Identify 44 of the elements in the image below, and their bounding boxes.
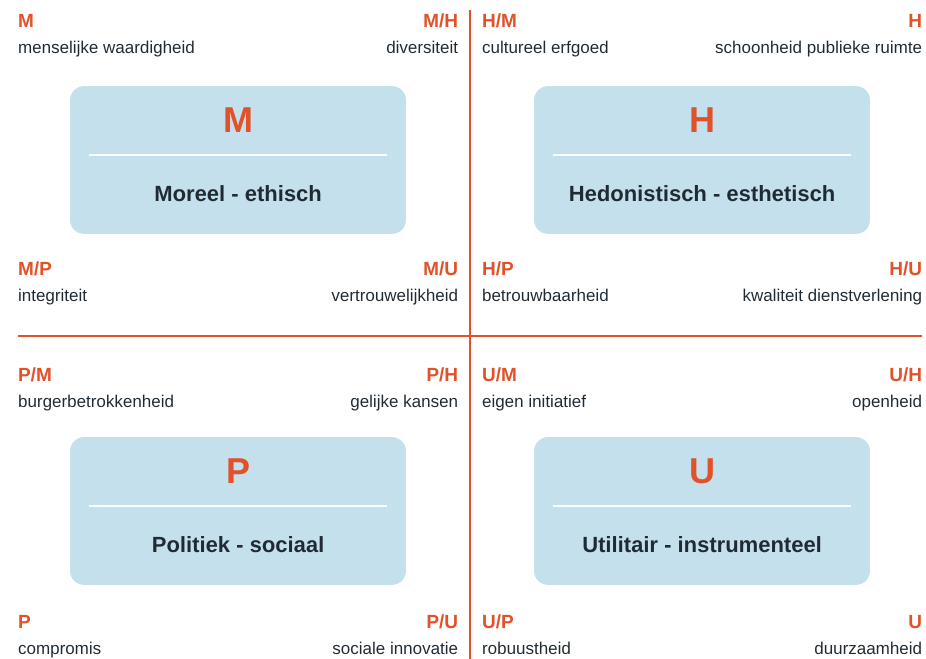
value-code: P/M (18, 364, 52, 388)
value-code: M (18, 10, 34, 34)
value-label: openheid (852, 391, 922, 413)
value-code: H/P (482, 258, 514, 282)
quadrant-title: Hedonistisch - esthetisch (568, 180, 836, 208)
quadrant-letter: M (223, 100, 253, 140)
value-label: duurzaamheid (814, 638, 922, 659)
value-code: U/P (482, 611, 514, 635)
quadrant-title: Politiek - sociaal (152, 531, 324, 559)
quadrant-letter: H (689, 100, 715, 140)
value-label: gelijke kansen (350, 391, 458, 413)
value-code: H (908, 10, 922, 34)
quadrant-title: Moreel - ethisch (154, 180, 322, 208)
value-label: sociale innovatie (332, 638, 458, 659)
value-label: diversiteit (386, 37, 458, 59)
value-label: compromis (18, 638, 102, 659)
value-code: P/U (426, 611, 458, 635)
value-label: robuustheid (482, 638, 571, 659)
value-code: P (18, 611, 31, 635)
value-label: menselijke waardigheid (18, 37, 195, 59)
value-label: integriteit (18, 285, 87, 307)
value-label: cultureel erfgoed (482, 37, 609, 59)
value-label: vertrouwelijkheid (331, 285, 458, 307)
quadrant-letter: P (226, 451, 250, 491)
value-label: burgerbetrokkenheid (18, 391, 174, 413)
value-code: U/M (482, 364, 517, 388)
value-label: betrouwbaarheid (482, 285, 609, 307)
quadrant-title: Utilitair - instrumenteel (582, 531, 822, 559)
value-code: H/M (482, 10, 517, 34)
value-code: P/H (426, 364, 458, 388)
quadrant-box (534, 437, 870, 585)
value-code: U (908, 611, 922, 635)
value-label: kwaliteit dienstverlening (742, 285, 922, 307)
value-code: U/H (889, 364, 922, 388)
quadrant-box (534, 86, 870, 234)
value-label: eigen initiatief (482, 391, 586, 413)
value-code: H/U (889, 258, 922, 282)
quadrant-box (70, 86, 406, 234)
quadrant-box (70, 437, 406, 585)
value-label: schoonheid publieke ruimte (715, 37, 922, 59)
value-code: M/H (423, 10, 458, 34)
value-code: M/U (423, 258, 458, 282)
quadrant-letter: U (689, 451, 715, 491)
value-code: M/P (18, 258, 52, 282)
